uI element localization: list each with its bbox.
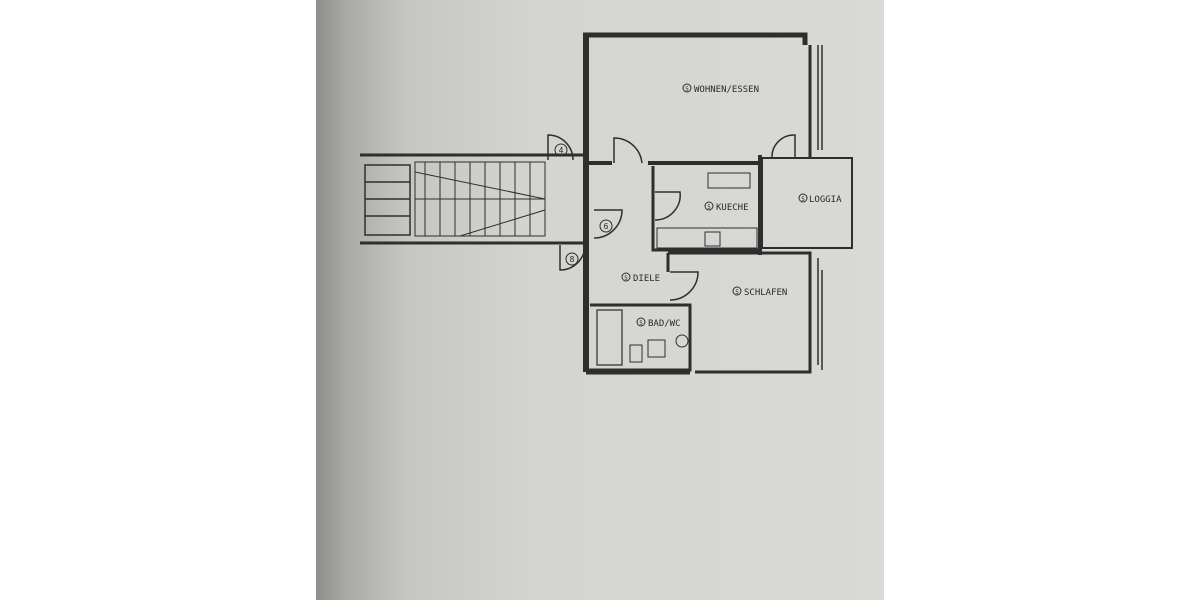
room-marker: 5 <box>707 204 711 211</box>
stairs <box>414 161 546 237</box>
room-label-diele: DIELE <box>633 274 660 284</box>
bathtub <box>596 309 623 366</box>
door-marker-4: 4 <box>559 146 564 155</box>
room-marker: 5 <box>624 275 628 282</box>
kitchen-counter <box>656 227 758 249</box>
door-marker-8: 8 <box>570 255 575 264</box>
window-wohnen <box>817 45 823 150</box>
room-marker: 5 <box>685 86 689 93</box>
room-label-schlafen: SCHLAFEN <box>744 288 787 298</box>
window-schlafen <box>817 258 823 370</box>
wall-bad <box>586 303 692 372</box>
door-wohnen <box>613 137 643 164</box>
toilet <box>629 344 643 363</box>
door-schlafen <box>669 271 699 301</box>
room-label-loggia: LOGGIA <box>809 195 842 205</box>
stair-steps-outside <box>364 164 411 236</box>
washbasin <box>647 339 666 358</box>
room-label-kueche: KUECHE <box>716 203 749 213</box>
room-marker: 5 <box>801 196 805 203</box>
room-marker: 5 <box>735 289 739 296</box>
door-kueche <box>654 191 681 221</box>
room-marker: 5 <box>639 320 643 327</box>
wall-kueche <box>651 166 760 252</box>
door-loggia <box>771 134 796 159</box>
room-label-bad-wc: BAD/WC <box>648 319 681 329</box>
room-label-wohnen-essen: WOHNEN/ESSEN <box>694 85 759 95</box>
door-marker-6: 6 <box>604 222 609 231</box>
wall-wohnen-top <box>583 32 808 45</box>
photo-background <box>316 0 884 600</box>
wall-schlafen <box>668 251 812 374</box>
door-6 <box>593 209 623 239</box>
washing-machine <box>675 334 689 348</box>
door-4 <box>547 134 574 161</box>
kitchen-sink <box>707 172 751 189</box>
